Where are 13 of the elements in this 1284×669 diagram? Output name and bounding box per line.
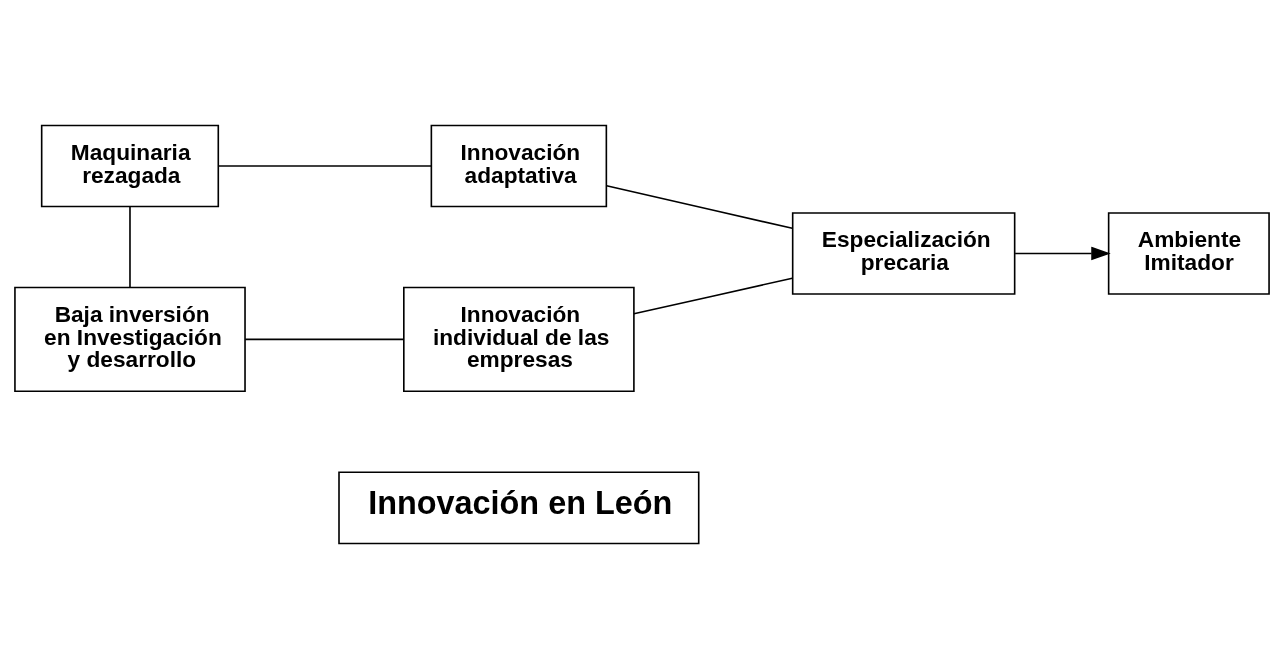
node-box: Innovación adaptativa (430, 124, 608, 208)
node-box: Baja inversión en Investigación y desarrollo (14, 286, 246, 392)
connector (129, 205, 131, 289)
connector (633, 277, 794, 315)
node-box: Maquinaria rezagada (40, 124, 220, 208)
node-box: Innovación individual de las empresas (403, 286, 635, 392)
node-box: Ambiente Imitador (1107, 212, 1270, 295)
arrow (1014, 246, 1111, 261)
connector (605, 184, 794, 230)
node-box: Innovación en León (338, 471, 700, 545)
connector (244, 338, 405, 341)
node-box: Especialización precaria (791, 212, 1016, 295)
connector (217, 165, 432, 167)
